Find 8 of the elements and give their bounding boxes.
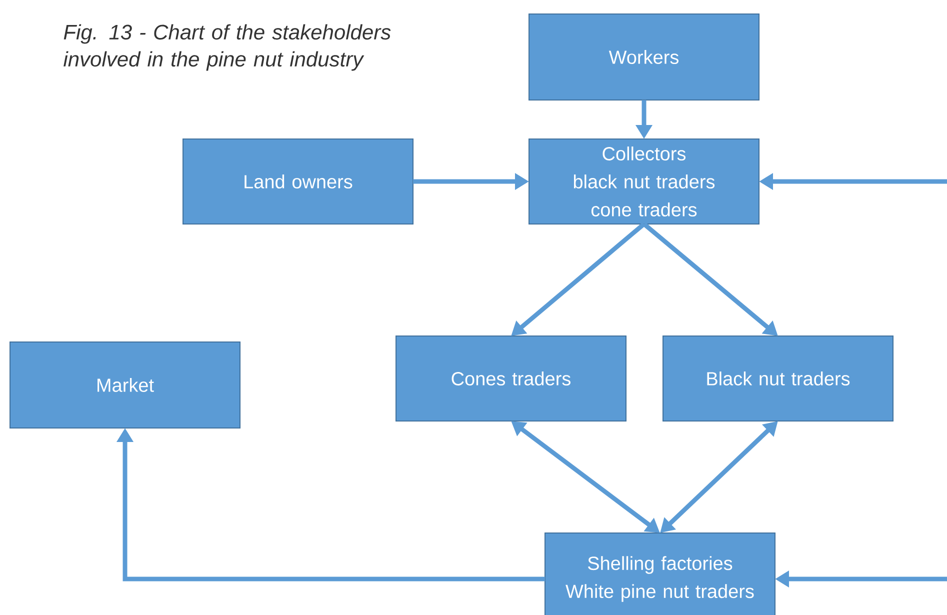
stakeholder-box: Cones traders — [396, 336, 626, 422]
stakeholder-box: Collectors black nut traders cone traders — [528, 138, 760, 224]
stakeholder-box: Workers — [528, 14, 760, 100]
stakeholder-box: Land owners — [182, 138, 414, 224]
stakeholder-box: Market — [10, 342, 240, 428]
stakeholder-box: Shelling factories White pine nut traders — [544, 532, 776, 615]
caption: Fig. 13 - Chart of the stakeholders involved in the pine nut industry — [64, 24, 391, 71]
stakeholder-box: Black nut traders — [662, 336, 894, 422]
